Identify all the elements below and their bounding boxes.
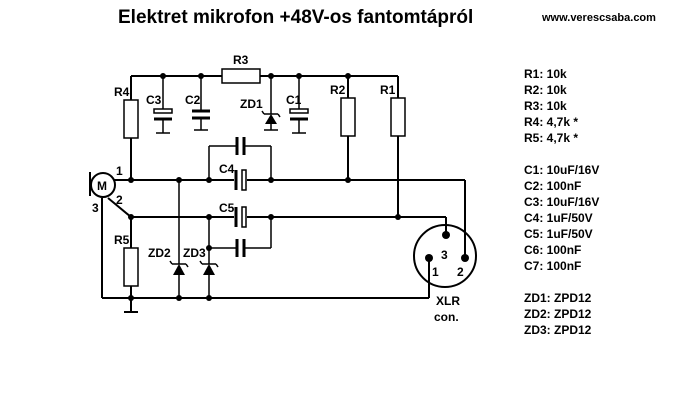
label-r4: R4 [114,85,130,99]
parts-list-item: ZD3: ZPD12 [524,323,592,337]
parts-list-item: R4: 4,7k * [524,115,578,129]
xlr-sublabel: con. [434,310,459,324]
page-title: Elektret mikrofon +48V-os fantomtápról [118,7,473,28]
capacitor-c5 [234,206,247,228]
xlr-pin-3: 3 [441,248,448,262]
junction-dot [128,177,134,183]
xlr-label: XLR [436,294,460,308]
resistor-r1 [390,97,406,137]
mic-pin-1: 1 [116,164,123,178]
xlr-pin-2: 2 [457,265,464,279]
parts-list-item: C3: 10uF/16V [524,195,599,209]
label-zd2: ZD2 [148,246,171,260]
parts-list-item: R5: 4,7k * [524,131,578,145]
capacitor-c7 [208,217,272,257]
parts-list-item: C2: 100nF [524,179,581,193]
parts-list-item: ZD1: ZPD12 [524,291,592,305]
resistor-r5 [123,247,139,287]
capacitor-c2 [192,76,210,131]
label-r3: R3 [233,53,249,67]
parts-list-item: R1: 10k [524,67,567,81]
parts-list-item: C5: 1uF/50V [524,227,593,241]
microphone-symbol: M [89,172,116,198]
parts-list-item: C1: 10uF/16V [524,163,599,177]
resistor-r4 [123,99,139,139]
label-c2: C2 [185,93,201,107]
parts-list-item: C4: 1uF/50V [524,211,593,225]
mic-pin-2: 2 [116,193,123,207]
website-label: www.verescsaba.com [541,12,656,24]
mic-label: M [97,179,107,193]
label-r1: R1 [380,83,396,97]
parts-list-item: R2: 10k [524,83,567,97]
parts-list-item: R3: 10k [524,99,567,113]
capacitor-c6 [208,137,272,180]
label-c5: C5 [219,201,235,215]
parts-list-item: C7: 100nF [524,259,581,273]
label-zd3: ZD3 [183,246,206,260]
parts-list-item: ZD2: ZPD12 [524,307,592,321]
label-c3: C3 [146,93,162,107]
label-zd1: ZD1 [240,97,263,111]
label-r2: R2 [330,83,346,97]
resistor-r2 [340,97,356,137]
mic-pin-3: 3 [92,201,99,215]
junction-dot [206,245,212,251]
capacitor-c3 [153,76,173,134]
xlr-connector [413,180,477,298]
label-r5: R5 [114,233,130,247]
parts-list-item: C6: 100nF [524,243,581,257]
parts-list: R1: 10k R2: 10k R3: 10k R4: 4,7k * R5: 4… [524,67,599,337]
label-c1: C1 [286,93,302,107]
label-c4: C4 [219,162,235,176]
resistor-r3 [221,68,261,84]
capacitor-c1 [289,76,309,134]
capacitor-c4 [234,169,247,191]
zener-zd2 [169,180,189,298]
xlr-pin-1: 1 [432,265,439,279]
zener-zd1 [261,76,281,131]
